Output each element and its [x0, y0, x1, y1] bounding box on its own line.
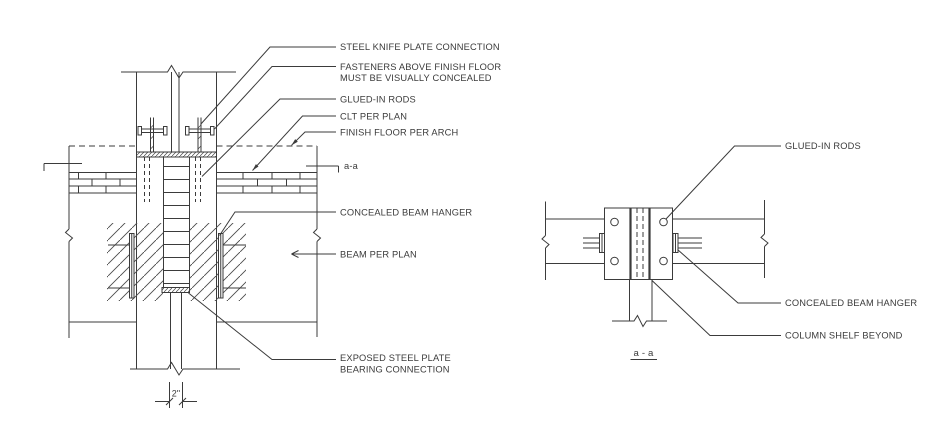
leader-fasteners [214, 66, 336, 130]
section-title: a - a [634, 348, 654, 359]
beam-stub-edges [108, 244, 246, 289]
left-boundary [64, 146, 74, 338]
label-section-cut: a-a [344, 161, 359, 171]
section-aa-labels: GLUED-IN RODS CONCEALED BEAM HANGER COLU… [634, 141, 918, 359]
label-clt-per-plan: CLT PER PLAN [340, 112, 407, 122]
leader-steel-knife-plate [200, 46, 336, 125]
top-break-line [121, 64, 236, 79]
leader-concealed-hanger [219, 211, 336, 236]
exposed-steel-plate [170, 292, 182, 369]
clt-panel-right [216, 172, 317, 194]
label-fasteners-1: FASTENERS ABOVE FINISH FLOOR [340, 62, 501, 72]
leader-beam-per-plan [291, 250, 336, 258]
leader-exposed-plate [188, 292, 336, 360]
leader-finish-floor [291, 131, 336, 146]
finish-floor-arrowhead [291, 139, 298, 146]
beam-hatch-left [107, 223, 163, 301]
label-concealed-hanger: CONCEALED BEAM HANGER [340, 208, 472, 218]
right-boundary [312, 146, 322, 337]
section-cut-left [43, 163, 82, 171]
label-glued-in-rods: GLUED-IN RODS [340, 95, 416, 105]
section-cut-right [306, 165, 339, 173]
fastener-cross-right [185, 117, 215, 152]
rod-end-circles [610, 217, 668, 266]
section-column-break [612, 314, 667, 328]
label-beam-per-plan: BEAM PER PLAN [340, 250, 417, 260]
rods-right [678, 237, 702, 249]
section-right-boundary [760, 200, 769, 278]
label-section-hanger: CONCEALED BEAM HANGER [785, 298, 917, 308]
section-hanger-right [672, 233, 679, 253]
hidden-knife-plate [636, 208, 644, 280]
label-section-glued-rods: GLUED-IN RODS [785, 141, 861, 151]
fastener-cross-left [137, 117, 168, 152]
label-exposed-plate-2: BEARING CONNECTION [340, 365, 450, 375]
main-detail-labels: STEEL KNIFE PLATE CONNECTION FASTENERS A… [172, 42, 501, 399]
section-left-boundary [541, 201, 550, 280]
knife-plate-ladder [163, 157, 190, 288]
label-plate-width: 2" [172, 389, 181, 399]
section-aa-drawing [541, 145, 781, 360]
main-leaders [188, 46, 336, 360]
bearing-plate-band [136, 151, 217, 158]
section-leaders [651, 145, 781, 336]
label-column-shelf: COLUMN SHELF BEYOND [785, 331, 903, 341]
beam-hanger-right [218, 233, 224, 299]
bottom-break-line [130, 361, 240, 376]
section-hanger-left [599, 233, 605, 253]
leader-clt [252, 115, 336, 171]
label-exposed-plate-1: EXPOSED STEEL PLATE [340, 353, 451, 363]
label-steel-knife-plate: STEEL KNIFE PLATE CONNECTION [340, 42, 500, 52]
glued-in-rods-hidden [144, 157, 201, 202]
steel-side-plates [629, 208, 651, 280]
clt-panel-left [69, 172, 137, 194]
leader-section-hanger [677, 249, 781, 304]
leader-glued-in-rods [201, 98, 336, 177]
label-finish-floor: FINISH FLOOR PER ARCH [340, 128, 458, 138]
rods-left [583, 237, 600, 249]
main-detail-drawing [43, 46, 339, 408]
clt-arrowhead [252, 164, 259, 171]
label-fasteners-2: MUST BE VISUALLY CONCEALED [340, 73, 492, 83]
plate-width-dimension [155, 382, 197, 408]
leader-column-shelf [651, 280, 781, 336]
section-column-below [629, 279, 653, 321]
beam-hanger-left [129, 233, 135, 299]
knife-plate-lines [171, 72, 180, 152]
leader-section-glued-rods [665, 145, 781, 220]
bearing-pad [161, 287, 190, 293]
